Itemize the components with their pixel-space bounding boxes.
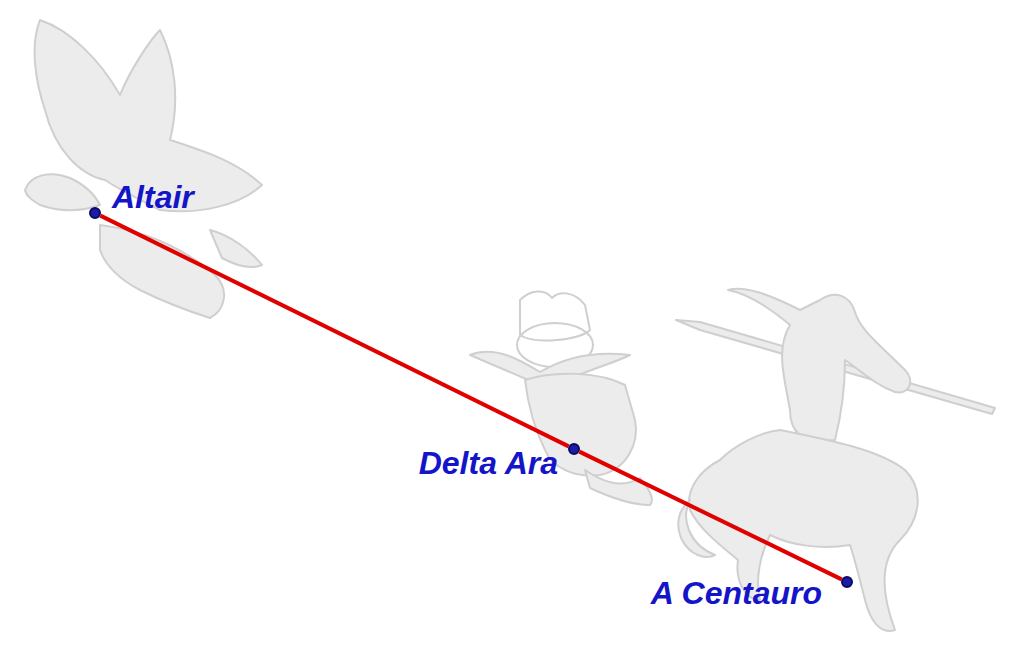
alignment-line <box>579 452 841 580</box>
eagle-lower-wing <box>100 225 224 318</box>
star-name: Delta Ara <box>419 446 558 481</box>
star-name: Altair <box>112 180 194 215</box>
altar-flames <box>585 470 652 505</box>
centaur-torso <box>728 289 910 441</box>
alignment-line <box>100 216 568 447</box>
star-name: A Centauro <box>651 576 822 611</box>
eagle-head <box>25 174 100 210</box>
star-dot: Altair <box>89 207 101 219</box>
star-dot: A Centauro <box>841 576 853 588</box>
eagle-tail <box>210 230 262 267</box>
star-dot: Delta Ara <box>568 443 580 455</box>
altar-lyre <box>520 291 590 340</box>
